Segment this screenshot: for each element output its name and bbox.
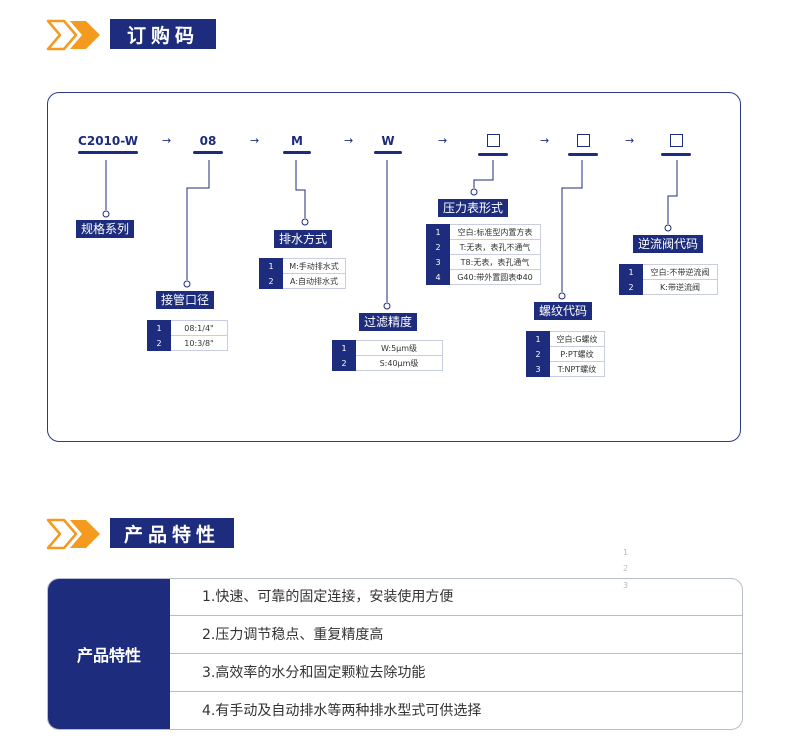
double-chevron-icon bbox=[46, 19, 100, 51]
blank-box-icon bbox=[486, 134, 500, 147]
blank-box-icon bbox=[669, 134, 683, 147]
arrow-icon: → bbox=[540, 134, 550, 147]
features-table: 产品特性 1.快速、可靠的固定连接，安装使用方便 2.压力调节稳点、重复精度高 … bbox=[47, 578, 743, 730]
label-port: 接管口径 bbox=[156, 291, 215, 309]
code-thread bbox=[568, 134, 598, 156]
arrow-icon: → bbox=[344, 134, 354, 147]
double-chevron-icon bbox=[46, 518, 100, 550]
order-code-card bbox=[47, 92, 741, 442]
code-port: 08 bbox=[193, 134, 223, 154]
label-filter: 过滤精度 bbox=[359, 313, 418, 331]
feature-item: 2.压力调节稳点、重复精度高 bbox=[170, 617, 742, 654]
feature-item: 3.高效率的水分和固定颗粒去除功能 bbox=[170, 655, 742, 692]
code-series: C2010-W bbox=[78, 134, 138, 154]
code-check bbox=[661, 134, 691, 156]
label-check: 逆流阀代码 bbox=[633, 235, 704, 253]
blank-box-icon bbox=[576, 134, 590, 147]
stray-number: 1 bbox=[623, 548, 629, 557]
code-drain: M bbox=[283, 134, 311, 154]
features-label: 产品特性 bbox=[48, 579, 170, 729]
label-gauge: 压力表形式 bbox=[438, 199, 509, 217]
feature-item: 1.快速、可靠的固定连接，安装使用方便 bbox=[170, 579, 742, 616]
arrow-icon: → bbox=[625, 134, 635, 147]
section-title: 订购码 bbox=[110, 19, 216, 49]
label-thread: 螺纹代码 bbox=[534, 302, 593, 320]
section-title: 产品特性 bbox=[110, 518, 234, 548]
feature-item: 4.有手动及自动排水等两种排水型式可供选择 bbox=[202, 703, 482, 719]
arrow-icon: → bbox=[438, 134, 448, 147]
code-gauge bbox=[478, 134, 508, 156]
arrow-icon: → bbox=[250, 134, 260, 147]
code-filter: W bbox=[374, 134, 402, 154]
label-series: 规格系列 bbox=[76, 220, 135, 238]
stray-number: 2 bbox=[623, 564, 629, 573]
arrow-icon: → bbox=[162, 134, 172, 147]
label-drain: 排水方式 bbox=[274, 230, 333, 248]
stray-number: 3 bbox=[623, 581, 629, 590]
